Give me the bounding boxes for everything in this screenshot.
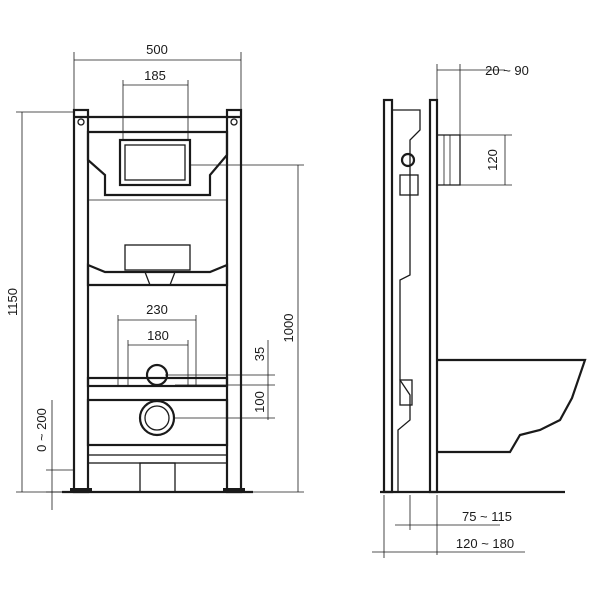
supply-connector [437, 135, 460, 185]
dim-flush-plate: 185 [144, 68, 166, 83]
dim-bolt-outer: 230 [146, 302, 168, 317]
lower-frame [88, 400, 227, 445]
left-post [74, 110, 88, 492]
flush-plate-opening [120, 140, 190, 185]
wall-plate [430, 100, 437, 492]
flush-outlet [147, 365, 167, 385]
front-view: 500 185 1150 1000 230 180 35 100 0 ~ 200 [5, 42, 304, 510]
dim-flush-height: 1000 [281, 314, 296, 343]
dim-bolt-inner: 180 [147, 328, 169, 343]
dim-leg-adjust: 0 ~ 200 [34, 408, 49, 452]
dim-wall-gap: 75 ~ 115 [462, 509, 512, 524]
frame-post-side [384, 100, 392, 492]
dim-outlet-top: 35 [252, 347, 267, 361]
cistern-bottom [88, 265, 227, 285]
dim-plate-depth: 20 ~ 90 [485, 63, 529, 78]
right-post [227, 110, 241, 492]
dim-outlet-bottom: 100 [252, 391, 267, 413]
toilet-bowl [437, 360, 585, 452]
dim-supply-height: 120 [485, 149, 500, 171]
side-view: 20 ~ 90 120 75 ~ 115 120 ~ 180 [372, 63, 585, 558]
dim-width-total: 500 [146, 42, 168, 57]
dim-height-total: 1150 [5, 288, 20, 316]
dim-frame-depth: 120 ~ 180 [456, 536, 514, 551]
